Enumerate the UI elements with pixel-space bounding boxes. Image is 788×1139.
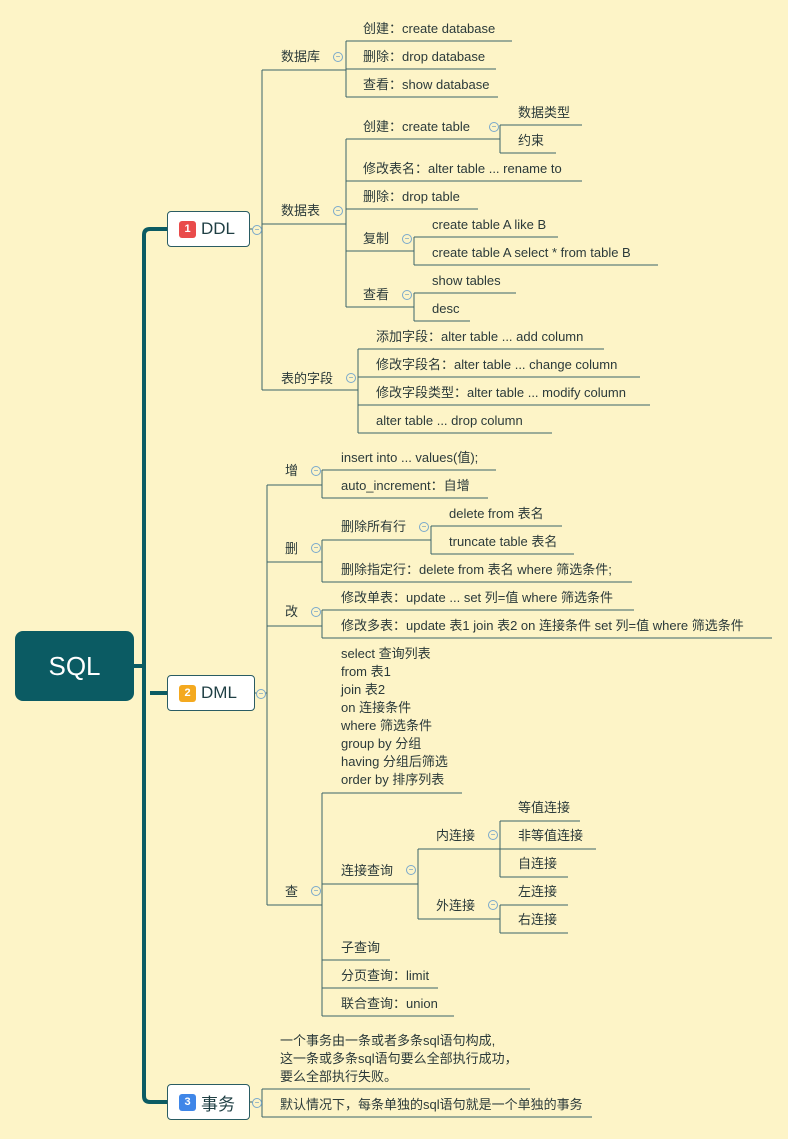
root-topic[interactable]: SQL bbox=[15, 631, 134, 701]
definition-line: 这一条或多条sql语句要么全部执行成功， bbox=[280, 1051, 518, 1066]
topic-ddl[interactable]: 1 DDL bbox=[167, 211, 250, 247]
syntax-line: select 查询列表 bbox=[341, 646, 431, 661]
syntax-line: from 表1 bbox=[341, 664, 391, 679]
node-modify-column[interactable]: 修改字段类型：alter table ... modify column bbox=[376, 385, 626, 400]
root-label: SQL bbox=[48, 650, 101, 681]
priority-badge: 1 bbox=[179, 220, 196, 238]
collapse-icon[interactable]: − bbox=[311, 607, 321, 617]
collapse-icon[interactable]: − bbox=[406, 865, 416, 875]
topic-label: 事务 bbox=[201, 1094, 235, 1114]
node-drop-table[interactable]: 删除：drop table bbox=[363, 189, 460, 204]
collapse-icon[interactable]: − bbox=[333, 52, 343, 62]
node-show-database[interactable]: 查看：show database bbox=[363, 77, 490, 92]
node-join-query[interactable]: 连接查询 bbox=[341, 863, 394, 878]
node-subquery[interactable]: 子查询 bbox=[341, 940, 381, 955]
node-add-column[interactable]: 添加字段：alter table ... add column bbox=[376, 329, 584, 344]
node-view[interactable]: 查看 bbox=[363, 287, 390, 302]
node-self-join[interactable]: 自连接 bbox=[518, 856, 558, 871]
node-non-equi-join[interactable]: 非等值连接 bbox=[518, 828, 584, 843]
node-create-table[interactable]: 创建：create table bbox=[363, 119, 470, 134]
node-transaction-definition[interactable]: 一个事务由一条或者多条sql语句构成, 这一条或多条sql语句要么全部执行成功，… bbox=[280, 1032, 518, 1086]
node-outer-join[interactable]: 外连接 bbox=[436, 898, 476, 913]
node-update-multi[interactable]: 修改多表：update 表1 join 表2 on 连接条件 set 列=值 w… bbox=[341, 618, 744, 633]
node-left-join[interactable]: 左连接 bbox=[518, 884, 558, 899]
syntax-line: order by 排序列表 bbox=[341, 772, 445, 787]
node-update[interactable]: 改 bbox=[285, 604, 299, 619]
node-delete-specified[interactable]: 删除指定行：delete from 表名 where 筛选条件; bbox=[341, 562, 612, 577]
syntax-line: join 表2 bbox=[341, 682, 386, 697]
node-drop-database[interactable]: 删除：drop database bbox=[363, 49, 486, 64]
node-copy-select[interactable]: create table A select * from table B bbox=[432, 245, 631, 260]
collapse-icon[interactable]: − bbox=[333, 206, 343, 216]
node-auto-increment[interactable]: auto_increment：自增 bbox=[341, 478, 470, 493]
node-desc[interactable]: desc bbox=[432, 301, 460, 316]
collapse-icon[interactable]: − bbox=[256, 689, 266, 699]
collapse-icon[interactable]: − bbox=[252, 1098, 262, 1108]
collapse-icon[interactable]: − bbox=[311, 466, 321, 476]
syntax-line: on 连接条件 bbox=[341, 700, 412, 715]
node-table[interactable]: 数据表 bbox=[281, 203, 321, 218]
priority-badge: 3 bbox=[179, 1093, 196, 1111]
collapse-icon[interactable]: − bbox=[311, 543, 321, 553]
topic-label: DML bbox=[201, 683, 237, 702]
node-change-column[interactable]: 修改字段名：alter table ... change column bbox=[376, 357, 618, 372]
collapse-icon[interactable]: − bbox=[488, 900, 498, 910]
node-create-database[interactable]: 创建：create database bbox=[363, 21, 496, 36]
node-truncate[interactable]: truncate table 表名 bbox=[449, 534, 558, 549]
topic-label: DDL bbox=[201, 219, 236, 238]
node-insert[interactable]: 增 bbox=[285, 463, 299, 478]
collapse-icon[interactable]: − bbox=[419, 522, 429, 532]
collapse-icon[interactable]: − bbox=[402, 234, 412, 244]
definition-line: 一个事务由一条或者多条sql语句构成, bbox=[280, 1033, 496, 1048]
node-database[interactable]: 数据库 bbox=[281, 49, 321, 64]
node-union[interactable]: 联合查询：union bbox=[341, 996, 438, 1011]
node-right-join[interactable]: 右连接 bbox=[518, 912, 558, 927]
node-select[interactable]: 查 bbox=[285, 884, 299, 899]
definition-line: 要么全部执行失败。 bbox=[280, 1069, 398, 1084]
node-constraint[interactable]: 约束 bbox=[518, 133, 545, 148]
node-inner-join[interactable]: 内连接 bbox=[436, 828, 476, 843]
collapse-icon[interactable]: − bbox=[346, 373, 356, 383]
node-copy[interactable]: 复制 bbox=[363, 231, 390, 246]
node-equi-join[interactable]: 等值连接 bbox=[518, 800, 571, 815]
collapse-icon[interactable]: − bbox=[311, 886, 321, 896]
topic-dml[interactable]: 2 DML bbox=[167, 675, 255, 711]
syntax-line: having 分组后筛选 bbox=[341, 754, 448, 769]
node-fields[interactable]: 表的字段 bbox=[281, 371, 334, 386]
node-delete-all[interactable]: 删除所有行 bbox=[341, 519, 407, 534]
node-datatype[interactable]: 数据类型 bbox=[518, 105, 571, 120]
node-update-single[interactable]: 修改单表：update ... set 列=值 where 筛选条件 bbox=[341, 590, 613, 605]
node-paging[interactable]: 分页查询：limit bbox=[341, 968, 430, 983]
collapse-icon[interactable]: − bbox=[252, 225, 262, 235]
node-rename-table[interactable]: 修改表名：alter table ... rename to bbox=[363, 161, 562, 176]
priority-badge: 2 bbox=[179, 684, 196, 702]
node-transaction-default[interactable]: 默认情况下，每条单独的sql语句就是一个单独的事务 bbox=[280, 1097, 583, 1112]
syntax-line: group by 分组 bbox=[341, 736, 422, 751]
collapse-icon[interactable]: − bbox=[489, 122, 499, 132]
node-delete-from[interactable]: delete from 表名 bbox=[449, 506, 544, 521]
topic-transaction[interactable]: 3 事务 bbox=[167, 1084, 250, 1120]
syntax-line: where 筛选条件 bbox=[341, 718, 433, 733]
collapse-icon[interactable]: − bbox=[402, 290, 412, 300]
node-select-syntax[interactable]: select 查询列表 from 表1 join 表2 on 连接条件 wher… bbox=[341, 645, 448, 789]
node-copy-like[interactable]: create table A like B bbox=[432, 217, 547, 232]
collapse-icon[interactable]: − bbox=[488, 830, 498, 840]
node-show-tables[interactable]: show tables bbox=[432, 273, 501, 288]
node-drop-column[interactable]: alter table ... drop column bbox=[376, 413, 523, 428]
node-delete[interactable]: 删 bbox=[285, 541, 299, 556]
node-insert-values[interactable]: insert into ... values(值); bbox=[341, 450, 479, 465]
